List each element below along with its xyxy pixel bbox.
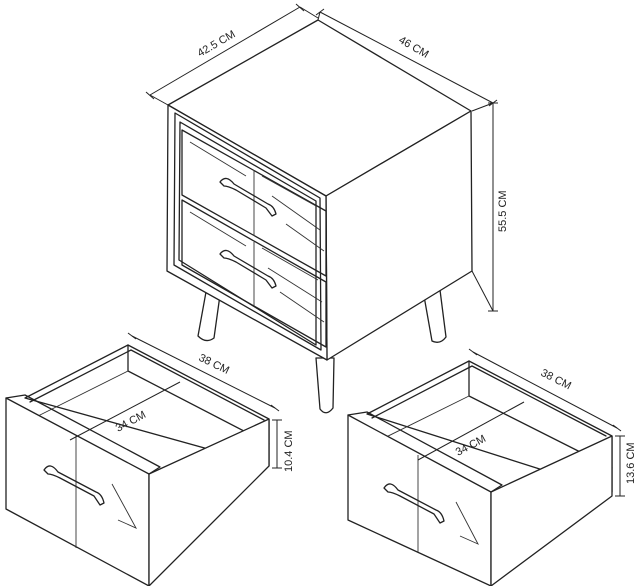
right-drawer-side [490,435,613,586]
bedside-cabinet [166,19,473,414]
cabinet-width-label: 42.5 CM [196,28,238,59]
right-drawer-handle [383,483,445,524]
lower-drawer-handle [219,249,277,289]
right-drawer-depth-label: 38 CM [539,367,573,392]
right-drawer-front [347,414,492,586]
upper-drawer-handle [219,177,277,217]
right-drawer: 38 CM 34 CM 13.6 CM [347,348,637,586]
cabinet-depth-label: 46 CM [397,34,431,61]
cabinet-height-label: 55.5 CM [497,190,509,232]
left-drawer-depth-label: 38 CM [197,352,231,377]
cabinet-lower-drawer [181,199,327,348]
left-drawer-height-label: 10.4 CM [283,430,295,472]
left-drawer-front [5,397,150,586]
cabinet-height-dimension: 55.5 CM [471,102,509,312]
cabinet-legs [197,289,447,414]
left-drawer-side [148,418,270,586]
right-drawer-height-label: 13.6 CM [625,442,637,484]
cabinet-upper-drawer [181,129,327,277]
left-drawer: 38 CM 34 CM 10.4 CM [5,332,295,586]
left-drawer-handle [43,465,105,506]
